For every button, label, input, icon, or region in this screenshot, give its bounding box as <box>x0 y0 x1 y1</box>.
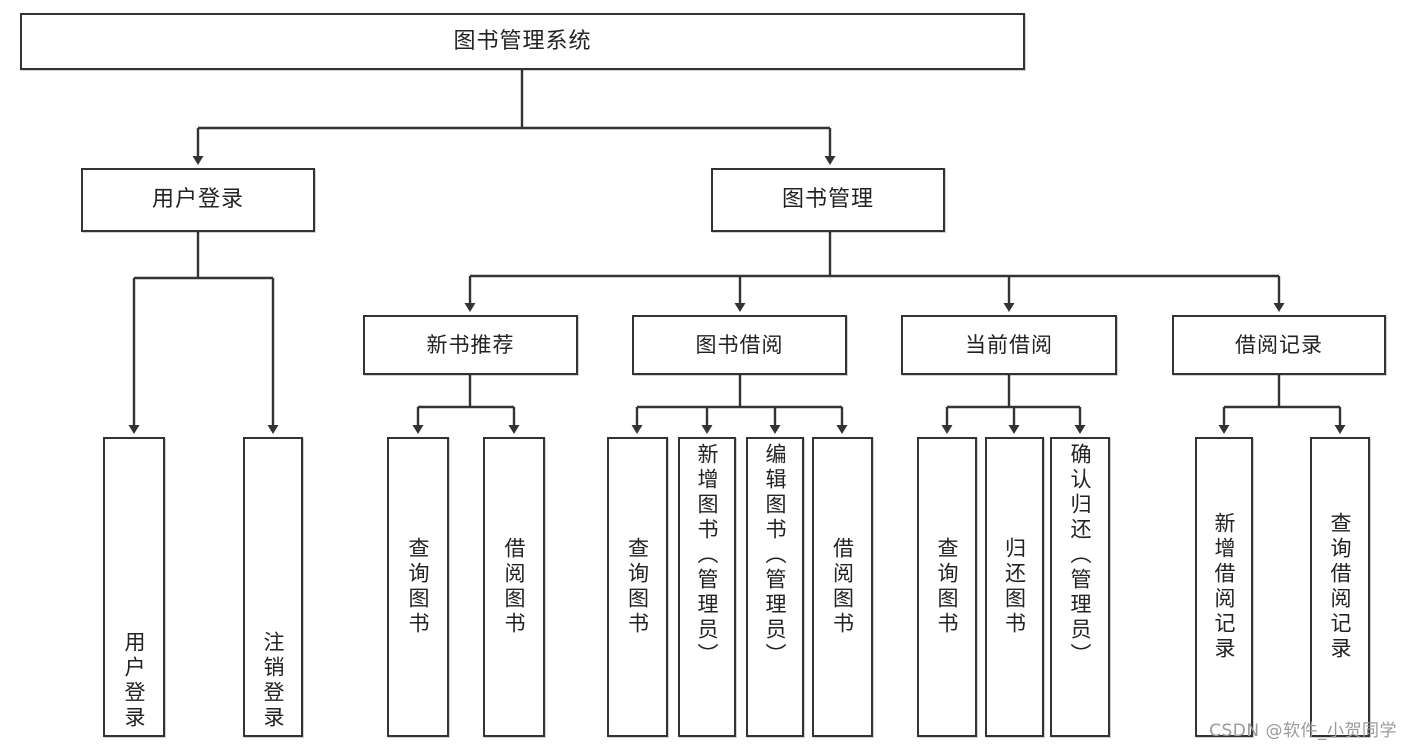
node-book-borrow[interactable]: 图书借阅 <box>632 315 847 375</box>
node-current-borrow[interactable]: 当前借阅 <box>901 315 1117 375</box>
node-new-book-recommend-label: 新书推荐 <box>426 332 515 357</box>
leaf-add-borrow-record-label: 新增借阅记录 <box>1212 512 1237 662</box>
leaf-user-logout[interactable]: 注销登录 <box>243 437 303 737</box>
node-user-login-label: 用户登录 <box>151 187 244 213</box>
leaf-query-borrow-record[interactable]: 查询借阅记录 <box>1310 437 1370 737</box>
leaf-query-book-3-label: 查询图书 <box>935 537 960 637</box>
node-borrow-record-label: 借阅记录 <box>1235 332 1323 357</box>
leaf-return-book-label: 归还图书 <box>1002 537 1027 637</box>
node-user-login[interactable]: 用户登录 <box>81 168 315 232</box>
leaf-query-book-2-label: 查询图书 <box>625 537 650 637</box>
node-new-book-recommend[interactable]: 新书推荐 <box>363 315 578 375</box>
leaf-user-login[interactable]: 用户登录 <box>103 437 165 737</box>
leaf-edit-book-label: 编辑图书（管理员） <box>763 443 788 668</box>
node-current-borrow-label: 当前借阅 <box>965 332 1053 357</box>
node-root[interactable]: 图书管理系统 <box>20 13 1025 70</box>
leaf-add-book[interactable]: 新增图书（管理员） <box>678 437 736 737</box>
leaf-return-book[interactable]: 归还图书 <box>985 437 1044 737</box>
leaf-query-book-3[interactable]: 查询图书 <box>917 437 977 737</box>
leaf-query-book-1-label: 查询图书 <box>406 537 431 637</box>
leaf-add-book-label: 新增图书（管理员） <box>695 443 720 668</box>
leaf-borrow-book-1[interactable]: 借阅图书 <box>483 437 545 737</box>
leaf-borrow-book-2[interactable]: 借阅图书 <box>812 437 873 737</box>
node-book-manage-label: 图书管理 <box>781 187 874 213</box>
node-borrow-record[interactable]: 借阅记录 <box>1172 315 1386 375</box>
node-book-borrow-label: 图书借阅 <box>695 332 784 357</box>
node-book-manage[interactable]: 图书管理 <box>711 168 945 232</box>
leaf-borrow-book-1-label: 借阅图书 <box>502 537 527 637</box>
node-root-label: 图书管理系统 <box>453 28 592 54</box>
watermark-text: CSDN @软件_小贺同学 <box>1209 721 1397 741</box>
leaf-query-book-1[interactable]: 查询图书 <box>387 437 449 737</box>
leaf-query-book-2[interactable]: 查询图书 <box>607 437 668 737</box>
leaf-edit-book[interactable]: 编辑图书（管理员） <box>746 437 804 737</box>
leaf-borrow-book-2-label: 借阅图书 <box>830 537 855 637</box>
leaf-user-logout-label: 注销登录 <box>261 631 286 731</box>
leaf-confirm-return[interactable]: 确认归还（管理员） <box>1050 437 1110 737</box>
leaf-user-login-label: 用户登录 <box>122 631 147 731</box>
leaf-query-borrow-record-label: 查询借阅记录 <box>1328 512 1353 662</box>
leaf-add-borrow-record[interactable]: 新增借阅记录 <box>1195 437 1253 737</box>
leaf-confirm-return-label: 确认归还（管理员） <box>1068 443 1093 668</box>
